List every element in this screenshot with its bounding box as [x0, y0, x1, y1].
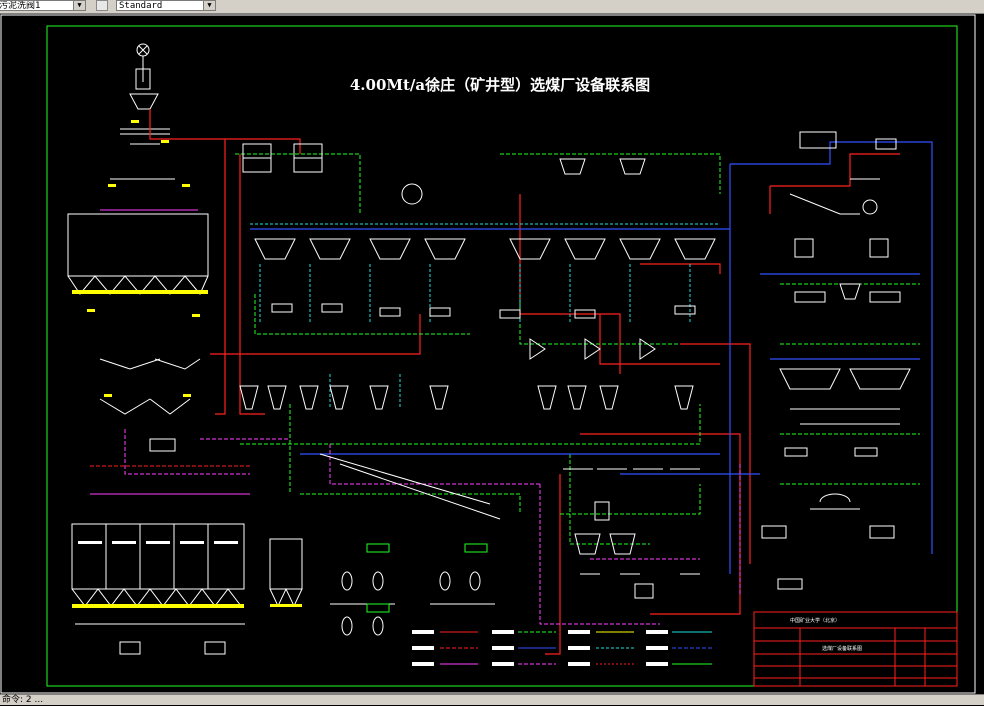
right-water-system [761, 131, 911, 590]
yellow-markers [72, 120, 302, 608]
text-style-combo-value: Standard [119, 1, 163, 11]
cad-drawing-canvas[interactable]: 中国矿业大学（北京） 选煤厂设备联系图 4.00Mt/a徐庄（矿井型）选煤厂设备… [0, 14, 984, 694]
blue-lines [250, 141, 933, 574]
toolbar: 污泥洗阀1 ▼ Standard ▼ [0, 0, 984, 14]
layer-combo[interactable]: 污泥洗阀1 ▼ [0, 0, 86, 11]
command-line[interactable]: 命令: 2 ... [0, 694, 984, 705]
pumps [330, 571, 495, 636]
cyan-lines [250, 223, 720, 409]
outer-border [0, 14, 976, 694]
legend [412, 630, 712, 666]
green-dashed-lines [235, 153, 920, 545]
bin-labels [78, 541, 238, 544]
title-block-company: 中国矿业大学（北京） [790, 617, 840, 624]
text-style-combo[interactable]: Standard ▼ [116, 0, 216, 11]
drawing-frame [46, 25, 958, 687]
drawing-svg: 中国矿业大学（北京） 选煤厂设备联系图 [0, 14, 976, 694]
layer-combo-value: 污泥洗阀1 [0, 1, 41, 11]
product-bins-left [71, 465, 303, 655]
raw-coal-receiving [67, 43, 209, 452]
tank-right-1 [799, 131, 837, 149]
cyclone-icon [401, 183, 423, 205]
raw-coal-bin [67, 213, 209, 277]
red-lines [149, 109, 900, 655]
title-block [753, 611, 958, 687]
title-block-drawing-name: 选煤厂设备联系图 [822, 645, 862, 652]
chevron-down-icon[interactable]: ▼ [203, 1, 215, 10]
pump-outlines [366, 543, 488, 613]
drawing-title: 4.00Mt/a徐庄（矿井型）选煤厂设备联系图 [349, 76, 651, 94]
central-equipment [239, 143, 716, 599]
magenta-lines [124, 429, 741, 625]
pump-icon [862, 199, 878, 215]
chevron-down-icon[interactable]: ▼ [73, 1, 85, 10]
text-style-icon[interactable] [96, 0, 108, 11]
